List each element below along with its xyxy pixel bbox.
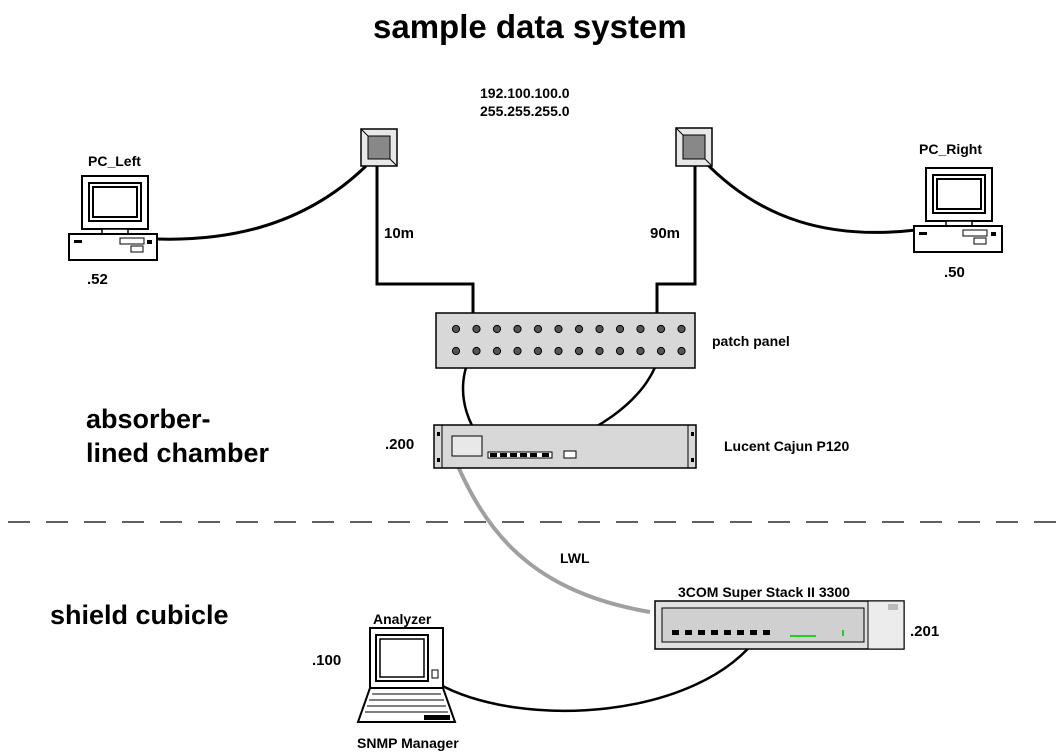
- cable-analyzer: [436, 633, 762, 713]
- patch-port: [472, 346, 481, 356]
- status-led: [790, 635, 816, 637]
- analyzer-label: Analyzer: [373, 611, 432, 627]
- patch-port: [595, 346, 604, 356]
- patch-port: [554, 324, 563, 334]
- desktop-pc-icon: [68, 175, 158, 261]
- 3com-label: 3COM Super Stack II 3300: [678, 584, 850, 600]
- pc-left-ip: .52: [87, 271, 108, 288]
- patch-panel-device: [435, 312, 696, 369]
- patch-port: [451, 324, 461, 334]
- patch-port: [513, 346, 522, 356]
- diagram-title: sample data system: [373, 8, 687, 45]
- patch-port: [451, 346, 461, 356]
- snmp-manager-label: SNMP Manager: [357, 735, 459, 751]
- patch-port: [636, 324, 645, 334]
- network-mask: 255.255.255.0: [480, 103, 570, 119]
- wall-socket-icon: [675, 127, 713, 167]
- patch-port: [595, 324, 604, 334]
- patch-port: [636, 346, 645, 356]
- patch-port: [656, 324, 666, 334]
- patch-port: [656, 346, 666, 356]
- patch-port: [513, 324, 522, 334]
- laptop-icon: [356, 627, 457, 723]
- 3com-ip: .201: [910, 623, 940, 640]
- patch-port: [615, 324, 625, 334]
- patch-port: [533, 324, 543, 334]
- analyzer-ip: .100: [312, 652, 342, 669]
- patch-port: [574, 346, 584, 356]
- pc-right-label: PC_Right: [919, 141, 982, 157]
- wall-socket-icon: [360, 128, 398, 167]
- pc-right-ip: .50: [944, 264, 965, 281]
- zone-cubicle: shield cubicle: [50, 600, 229, 630]
- cable-pc-right: [701, 158, 917, 234]
- fiber-cable-lwl: [448, 447, 651, 614]
- patch-port: [533, 346, 543, 356]
- cable-10m-label: 10m: [384, 225, 415, 242]
- patch-panel-label: patch panel: [712, 333, 790, 349]
- patch-panel-ports: [451, 324, 686, 356]
- lucent-switch-device: [433, 424, 697, 469]
- network-address: 192.100.100.0: [480, 85, 570, 101]
- patch-port: [574, 324, 584, 334]
- lucent-ip: .200: [385, 436, 415, 453]
- zone-chamber-line2: lined chamber: [86, 438, 270, 468]
- zone-chamber-line1: absorber-: [86, 404, 211, 434]
- patch-port: [554, 346, 563, 356]
- patch-port: [615, 346, 625, 356]
- patch-port: [472, 324, 481, 334]
- desktop-pc-icon: [913, 167, 1003, 253]
- fiber-label: LWL: [560, 550, 590, 566]
- cable-90m-label: 90m: [650, 225, 681, 242]
- pc-left-label: PC_Left: [88, 153, 141, 169]
- patch-port: [492, 324, 502, 334]
- lucent-label: Lucent Cajun P120: [724, 438, 850, 454]
- switch-ports: [490, 453, 549, 457]
- patch-port: [677, 324, 686, 334]
- 3com-switch-device: [654, 600, 905, 650]
- patch-port: [677, 346, 686, 356]
- patch-port: [492, 346, 502, 356]
- cable-pc-left: [155, 164, 368, 241]
